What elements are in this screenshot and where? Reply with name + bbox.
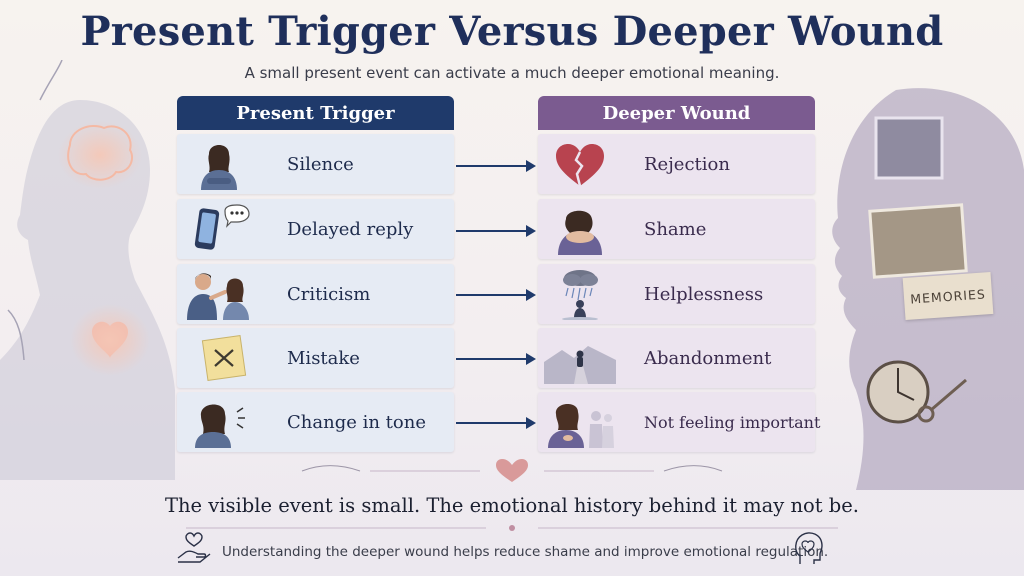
- trigger-label: Change in tone: [287, 411, 426, 433]
- bottom-divider: [186, 525, 838, 531]
- arrow-icon: [456, 160, 536, 172]
- trigger-row-criticism: Criticism: [177, 264, 454, 324]
- arrow-icon: [456, 289, 536, 301]
- trigger-row-change-in-tone: Change in tone: [177, 392, 454, 452]
- broken-heart-icon: [556, 144, 604, 187]
- wound-row-abandonment: Abandonment: [538, 328, 815, 388]
- heart-divider: [301, 459, 723, 482]
- bottom-statement: The visible event is small. The emotiona…: [164, 494, 860, 517]
- pointing-man-icon: [187, 273, 249, 320]
- wound-row-not-feeling-important: Not feeling important: [538, 392, 820, 452]
- trigger-row-silence: Silence: [177, 134, 454, 194]
- rain-cloud-person-icon: [562, 270, 598, 320]
- memories-note: MEMORIES: [902, 271, 994, 321]
- trigger-label: Mistake: [287, 347, 360, 369]
- wound-label: Shame: [644, 218, 707, 240]
- wound-row-helplessness: Helplessness: [538, 264, 815, 324]
- wound-label: Rejection: [644, 153, 730, 175]
- trigger-label: Delayed reply: [287, 218, 414, 240]
- wound-label: Abandonment: [644, 347, 772, 369]
- page-title: Present Trigger Versus Deeper Wound: [80, 8, 944, 55]
- deeper-wound-header: Deeper Wound: [538, 96, 815, 130]
- page-subtitle: A small present event can activate a muc…: [244, 64, 780, 82]
- wound-row-shame: Shame: [538, 199, 815, 259]
- present-trigger-header: Present Trigger: [177, 96, 454, 130]
- arrow-icon: [456, 353, 536, 365]
- footer-note: Understanding the deeper wound helps red…: [222, 544, 829, 560]
- arrow-icon: [456, 225, 536, 237]
- wound-row-rejection: Rejection: [538, 134, 815, 194]
- arrow-icon: [456, 417, 536, 429]
- trigger-label: Silence: [287, 153, 354, 175]
- phone-message-icon: [194, 204, 250, 250]
- child-alone-road-icon: [544, 346, 616, 384]
- left-head-silhouette-illustration: [0, 60, 175, 480]
- woman-crossed-arms-icon: [201, 145, 237, 190]
- woman-hand-on-chest-icon: [548, 403, 614, 448]
- hand-heart-icon: [177, 532, 211, 563]
- woman-listening-icon: [195, 404, 245, 448]
- wound-label: Helplessness: [644, 283, 764, 305]
- head-heart-icon: [795, 532, 823, 564]
- trigger-row-mistake: Mistake: [177, 328, 454, 388]
- trigger-label: Criticism: [287, 283, 371, 305]
- wound-label: Not feeling important: [644, 412, 821, 432]
- memories-label: MEMORIES: [909, 285, 987, 307]
- trigger-row-delayed-reply: Delayed reply: [177, 199, 454, 259]
- sticky-note-x-icon: [201, 334, 247, 382]
- hiding-person-icon: [558, 210, 602, 255]
